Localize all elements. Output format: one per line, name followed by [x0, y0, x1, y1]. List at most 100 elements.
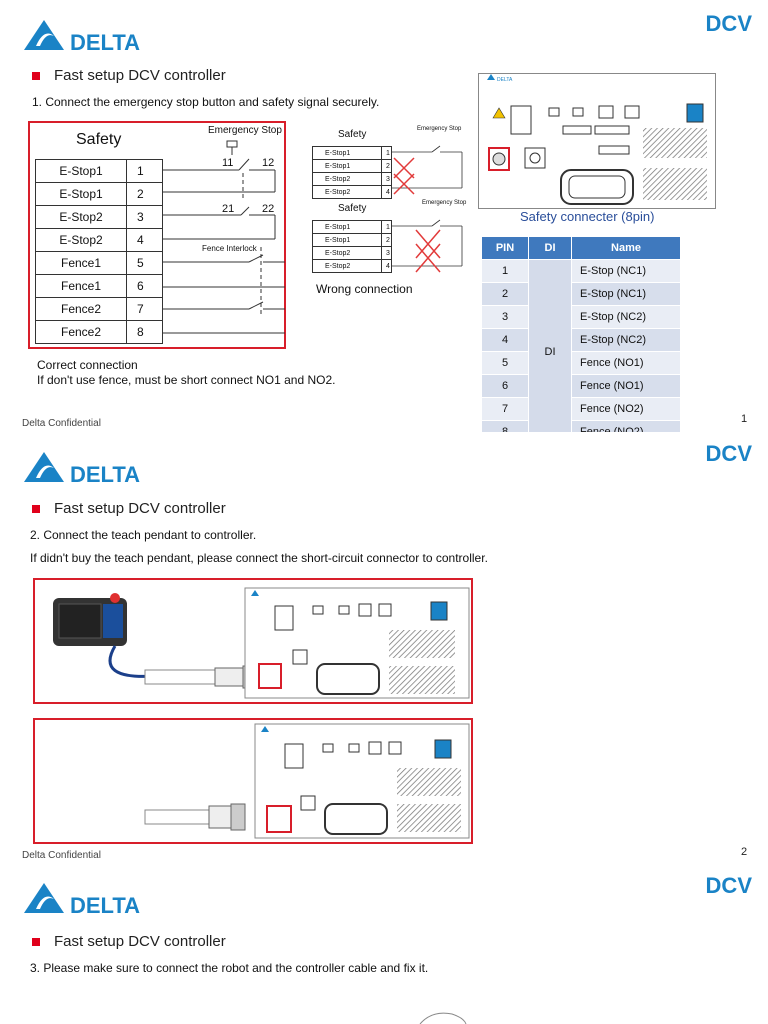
switch-12: 12: [262, 157, 275, 169]
svg-text:DELTA: DELTA: [497, 77, 513, 83]
pin-number: 2: [381, 159, 392, 173]
slide-1: DELTA DCV Fast setup DCV controller 1. C…: [0, 0, 768, 444]
switch-22: 22: [262, 203, 275, 215]
pin-number: 5: [126, 251, 163, 275]
pin-cell: 3: [481, 305, 529, 329]
name-header: Name: [571, 236, 681, 260]
fence-interlock-label: Fence Interlock: [202, 244, 257, 253]
pin-cell: 7: [481, 397, 529, 421]
pin-number: 6: [126, 274, 163, 298]
fence-note: If don't use fence, must be short connec…: [37, 373, 336, 387]
pin-name-cell: E-Stop (NC1): [571, 259, 681, 283]
signal-name: Fence2: [35, 320, 127, 344]
diagram-title: Safety: [76, 131, 122, 148]
pin-number: 4: [381, 259, 392, 273]
signal-name: E-Stop2: [312, 185, 382, 199]
pin-number: 3: [381, 246, 392, 260]
switch-21: 21: [222, 203, 235, 215]
step-2-text: 2. Connect the teach pendant to controll…: [30, 528, 257, 542]
pin-name-cell: Fence (NO1): [571, 351, 681, 375]
signal-name: E-Stop1: [35, 159, 127, 183]
bullet-square-icon: [32, 937, 40, 946]
pin-name-cell: E-Stop (NC2): [571, 328, 681, 352]
pin-row: 5 Fence (NO1): [481, 351, 681, 375]
delta-logo: DELTA: [24, 883, 140, 918]
step-1-text: 1. Connect the emergency stop button and…: [32, 95, 380, 109]
wrong-connection-label: Wrong connection: [316, 282, 413, 296]
signal-name: E-Stop2: [312, 246, 382, 260]
pin-cell: 6: [481, 374, 529, 398]
di-header: DI: [528, 236, 572, 260]
wrong-lines-2: [392, 219, 463, 273]
pin-row: 4 E-Stop (NC2): [481, 328, 681, 352]
signal-name: E-Stop1: [312, 146, 382, 160]
pin-cell: 2: [481, 282, 529, 306]
pin-cell: 5: [481, 351, 529, 375]
pin-number: 2: [126, 182, 163, 206]
pin-cell: 1: [481, 259, 529, 283]
pin-number: 4: [126, 228, 163, 252]
pin-number: 8: [126, 320, 163, 344]
pin-cell: 4: [481, 328, 529, 352]
signal-name: E-Stop1: [35, 182, 127, 206]
section-title-text: Fast setup DCV controller: [54, 500, 226, 517]
delta-logo: DELTA: [24, 452, 140, 487]
short-circuit-box: [33, 718, 473, 844]
confidential-label: Delta Confidential: [22, 850, 101, 861]
pin-number: 1: [126, 159, 163, 183]
svg-text:DELTA: DELTA: [70, 462, 140, 487]
pin-name-cell: E-Stop (NC1): [571, 282, 681, 306]
delta-logo: DELTA: [24, 20, 140, 55]
correct-connection-label: Correct connection: [37, 358, 138, 372]
section-title-text: Fast setup DCV controller: [54, 67, 226, 84]
bullet-square-icon: [32, 504, 40, 513]
pin-number: 3: [126, 205, 163, 229]
controller-panel: DELTA: [478, 73, 716, 209]
wrong-emergency-label-2: Emergency Stop: [422, 200, 467, 206]
signal-name: Fence1: [35, 251, 127, 275]
pin-name-cell: E-Stop (NC2): [571, 305, 681, 329]
short-circuit-drawing: [144, 723, 470, 839]
dcv-label: DCV: [705, 873, 752, 898]
svg-text:DELTA: DELTA: [70, 30, 140, 55]
slide-3: DELTA DCV Fast setup DCV controller 3. P…: [0, 864, 768, 1024]
connector-caption: Safety connecter (8pin): [520, 209, 655, 224]
signal-name: E-Stop1: [312, 220, 382, 234]
emergency-stop-label: Emergency Stop: [208, 125, 282, 136]
wrong-diagram-title: Safety: [338, 129, 367, 140]
signal-name: E-Stop2: [312, 259, 382, 273]
section-title: Fast setup DCV controller: [32, 933, 226, 950]
pin-number: 1: [381, 146, 392, 160]
pin-row: 3 E-Stop (NC2): [481, 305, 681, 329]
bullet-square-icon: [32, 71, 40, 80]
teach-pendant-drawing: [53, 587, 470, 699]
pin-number: 7: [126, 297, 163, 321]
pin-header: PIN: [481, 236, 529, 260]
signal-name: E-Stop2: [35, 228, 127, 252]
signal-name: Fence2: [35, 297, 127, 321]
signal-name: Fence1: [35, 274, 127, 298]
section-title: Fast setup DCV controller: [32, 500, 226, 517]
section-title-text: Fast setup DCV controller: [54, 933, 226, 950]
dcv-label: DCV: [705, 11, 752, 36]
pin-number: 3: [381, 172, 392, 186]
